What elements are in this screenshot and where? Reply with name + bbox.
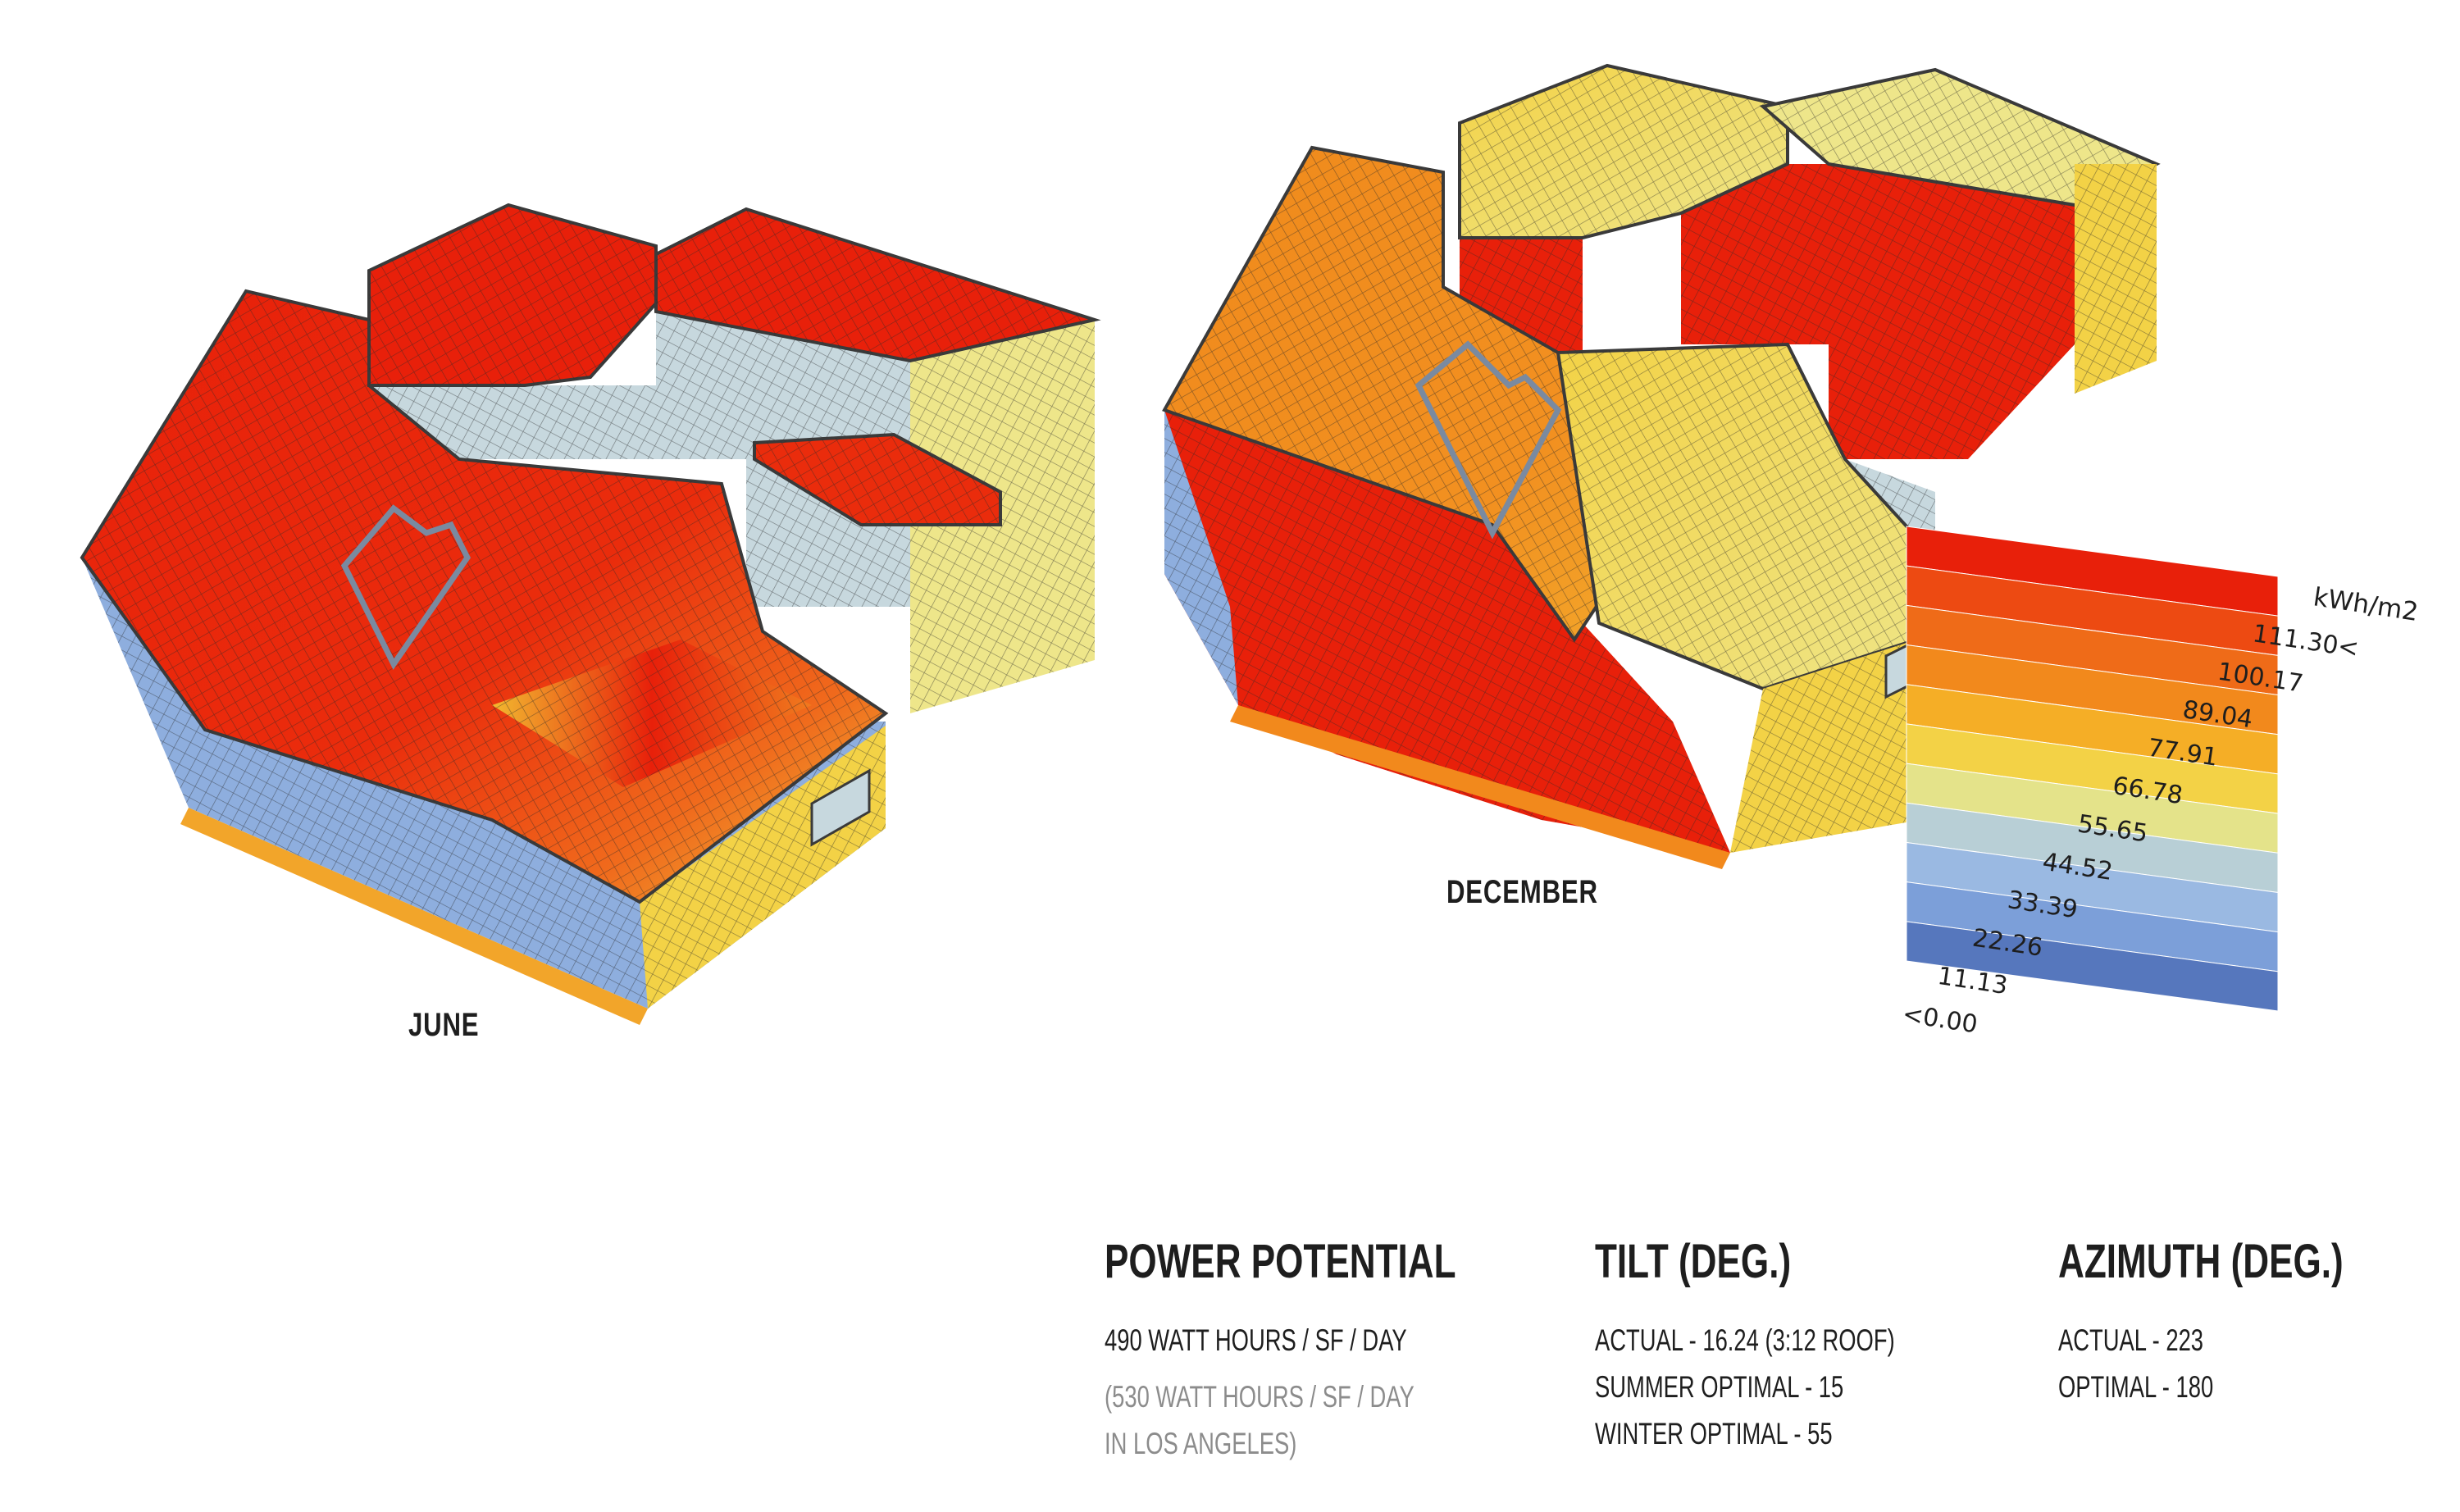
power-potential-value: 490 WATT HOURS / SF / DAY (1105, 1323, 1407, 1357)
june-label: JUNE (408, 1007, 480, 1043)
tilt-section: TILT (DEG.) ACTUAL - 16.24 (3:12 ROOF) S… (1595, 1234, 2000, 1457)
color-legend: 111.30<100.1789.0477.9166.7855.6544.5233… (1901, 526, 2421, 1040)
azimuth-section: AZIMUTH (DEG.) ACTUAL - 223 OPTIMAL - 18… (2058, 1234, 2434, 1410)
june-model (80, 203, 1101, 1025)
december-label: DECEMBER (1446, 874, 1598, 910)
azimuth-optimal: OPTIMAL - 180 (2058, 1370, 2214, 1404)
legend-color-cell (1906, 921, 2279, 1012)
legend-unit-label: kWh/m2 (2312, 582, 2421, 627)
june-skylight-outline (340, 504, 472, 670)
legend-tick-label: <0.00 (1901, 1000, 1979, 1039)
june-strips (180, 640, 812, 1025)
june-window (810, 768, 871, 847)
power-potential-note-line-1: (530 WATT HOURS / SF / DAY (1105, 1380, 1414, 1414)
december-upper-yellow-roofs (1458, 63, 2161, 394)
tilt-heading: TILT (DEG.) (1595, 1235, 1792, 1288)
december-skylight-outline (1414, 340, 1562, 540)
power-potential-heading: POWER POTENTIAL (1105, 1235, 1456, 1288)
december-model (1162, 63, 2161, 869)
june-roof-east-block (753, 432, 1002, 526)
tilt-actual: ACTUAL - 16.24 (3:12 ROOF) (1595, 1323, 1895, 1357)
legend-color-bar (1906, 526, 2279, 1012)
azimuth-heading: AZIMUTH (DEG.) (2058, 1235, 2344, 1288)
december-walls-red (1164, 410, 1730, 853)
june-wall-yellow-east (910, 320, 1095, 713)
december-front-strip (1230, 705, 1730, 869)
azimuth-actual: ACTUAL - 223 (2058, 1323, 2204, 1357)
power-potential-section: POWER POTENTIAL 490 WATT HOURS / SF / DA… (1105, 1234, 1567, 1467)
june-roof-upper (367, 203, 1101, 387)
power-potential-note-line-2: IN LOS ANGELES) (1105, 1427, 1297, 1460)
tilt-winter-optimal: WINTER OPTIMAL - 55 (1595, 1417, 1833, 1451)
tilt-summer-optimal: SUMMER OPTIMAL - 15 (1595, 1370, 1844, 1404)
